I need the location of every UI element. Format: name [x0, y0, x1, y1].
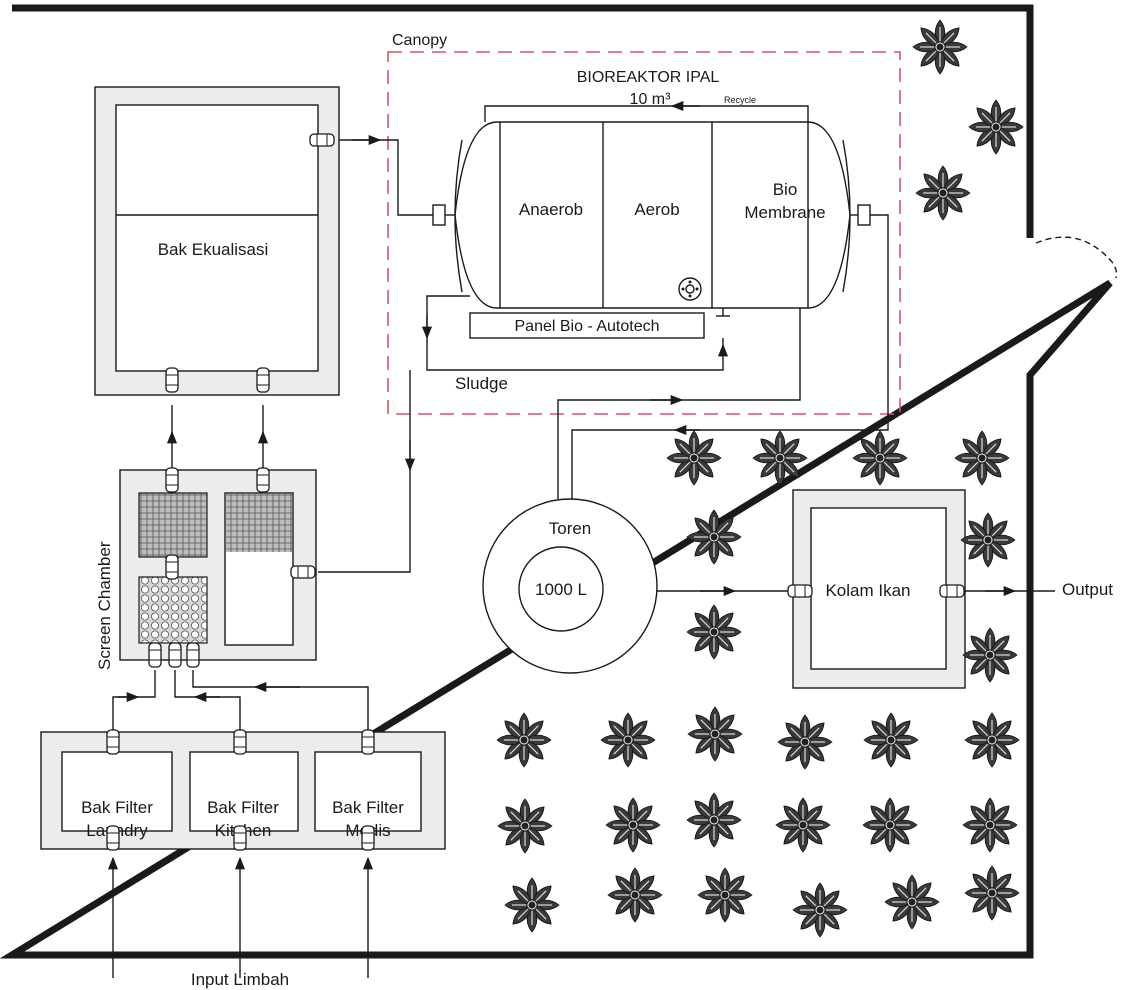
recycle-line [484, 105, 809, 122]
plants [496, 19, 1024, 938]
pipe-connector-icon [233, 729, 247, 755]
star-anise-plant-icon [915, 165, 971, 221]
flange-right-icon [850, 204, 871, 226]
star-anise-plant-icon [666, 430, 722, 486]
star-anise-plant-icon [686, 604, 742, 660]
toren-tank [482, 498, 658, 674]
canopy-area [387, 51, 901, 415]
pipe-connectors [106, 133, 965, 851]
bio-membrane-label-1: Bio [773, 180, 798, 199]
panel-label: Panel Bio - Autotech [515, 318, 660, 335]
input-limbah-label: Input Limbah [191, 970, 289, 989]
star-anise-plant-icon [852, 430, 908, 486]
pipe-connector-icon [290, 565, 316, 579]
pipe-connector-icon [106, 729, 120, 755]
bak-filter-laundry-label-1: Bak Filter [81, 798, 153, 817]
panel-box [469, 312, 705, 339]
pipe-connector-icon [168, 642, 182, 668]
pipe-connector-icon [256, 467, 270, 493]
flange-left-icon [432, 204, 455, 226]
pipe-connector-icon [361, 825, 375, 851]
bak-ekualisasi [94, 86, 340, 396]
pipe-connector-icon [148, 642, 162, 668]
pipe-connector-icon [165, 554, 179, 580]
star-anise-plant-icon [607, 867, 663, 923]
star-anise-plant-icon [497, 798, 553, 854]
toren-label: Toren [549, 519, 592, 538]
star-anise-plant-icon [968, 99, 1024, 155]
bioreaktor-tank [454, 121, 851, 309]
drain-valve-icon [716, 308, 730, 317]
screen-chamber [119, 469, 317, 661]
star-anise-plant-icon [964, 712, 1020, 768]
star-anise-plant-icon [962, 627, 1018, 683]
sludge-label: Sludge [455, 374, 508, 393]
star-anise-plant-icon [962, 797, 1018, 853]
star-anise-plant-icon [686, 509, 742, 565]
pipe-connector-icon [939, 584, 965, 598]
star-anise-plant-icon [954, 430, 1010, 486]
star-anise-plant-icon [960, 512, 1016, 568]
output-label: Output [1062, 580, 1113, 599]
canopy-label: Canopy [392, 32, 447, 49]
bak-filter-kitchen-label-1: Bak Filter [207, 798, 279, 817]
gate-opening [1035, 236, 1118, 279]
star-anise-plant-icon [752, 430, 808, 486]
pipe-connector-icon [106, 825, 120, 851]
pipe-connector-icon [787, 584, 813, 598]
star-anise-plant-icon [687, 706, 743, 762]
star-anise-plant-icon [504, 877, 560, 933]
star-anise-plant-icon [792, 882, 848, 938]
star-anise-plant-icon [884, 874, 940, 930]
pipe-connector-icon [256, 367, 270, 393]
pipe-connector-icon [165, 367, 179, 393]
star-anise-plant-icon [777, 714, 833, 770]
star-anise-plant-icon [964, 865, 1020, 921]
bak-filter-medis: Bak Filter Medis [314, 751, 422, 840]
star-anise-plant-icon [912, 19, 968, 75]
pump-icon [678, 277, 702, 301]
kolam-ikan [792, 489, 966, 689]
pipe-connector-icon [186, 642, 200, 668]
star-anise-plant-icon [863, 712, 919, 768]
bak-filter-kitchen: Bak Filter Kitchen [189, 751, 299, 840]
screen-chamber-label: Screen Chamber [95, 541, 114, 670]
pipe-connector-icon [309, 133, 335, 147]
aerob-label: Aerob [634, 200, 679, 219]
pipe-connector-icon [165, 467, 179, 493]
star-anise-plant-icon [496, 712, 552, 768]
bioreaktor-title: BIOREAKTOR IPAL [577, 69, 720, 86]
pipe-connector-icon [233, 825, 247, 851]
pipe-connector-icon [361, 729, 375, 755]
toren-volume-label: 1000 L [535, 580, 587, 599]
bio-membrane-label-2: Membrane [744, 203, 825, 222]
star-anise-plant-icon [775, 797, 831, 853]
star-anise-plant-icon [697, 867, 753, 923]
site-boundary [0, 4, 1113, 959]
anaerob-label: Anaerob [519, 200, 583, 219]
bak-ekualisasi-label: Bak Ekualisasi [158, 240, 269, 259]
bak-filter-medis-label-1: Bak Filter [332, 798, 404, 817]
bioreaktor-volume: 10 m³ [630, 91, 672, 108]
star-anise-plant-icon [686, 792, 742, 848]
recycle-label: Recycle [724, 95, 756, 105]
star-anise-plant-icon [605, 797, 661, 853]
star-anise-plant-icon [862, 797, 918, 853]
star-anise-plant-icon [600, 712, 656, 768]
flow-lines [107, 134, 1055, 978]
kolam-ikan-label: Kolam Ikan [825, 581, 910, 600]
